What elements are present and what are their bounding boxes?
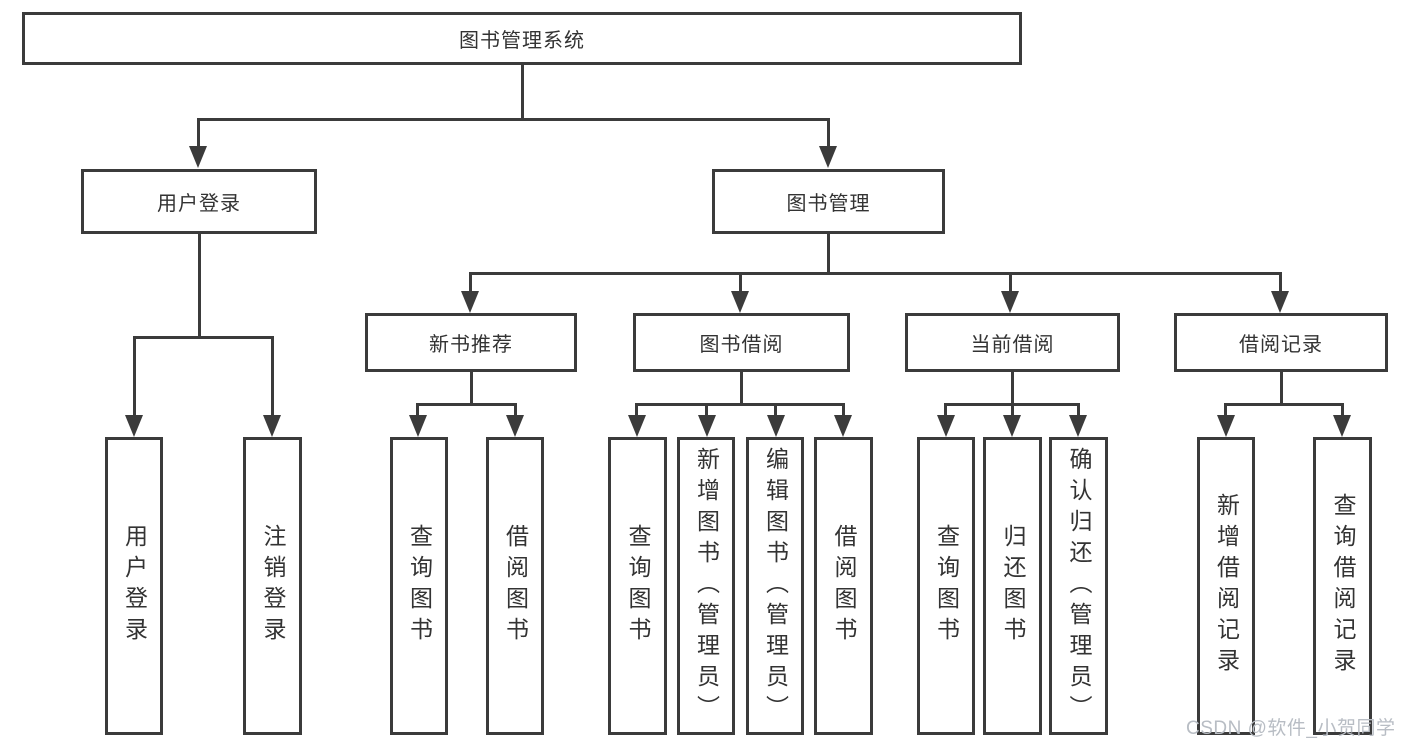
connector <box>271 336 274 417</box>
node-borrow-records: 借阅记录 <box>1174 313 1388 372</box>
connector <box>1224 403 1344 406</box>
arrow-down <box>461 291 479 313</box>
arrow-down <box>1271 291 1289 313</box>
connector <box>635 403 845 406</box>
node-current-borrow: 当前借阅 <box>905 313 1120 372</box>
node-query-books-recommend: 查询图书 <box>390 437 448 735</box>
node-borrow-books-recommend: 借阅图书 <box>486 437 544 735</box>
node-return-books: 归还图书 <box>983 437 1042 735</box>
connector <box>740 372 743 403</box>
connector <box>197 118 200 148</box>
arrow-down <box>1217 415 1235 437</box>
node-user-login: 用户登录 <box>81 169 317 234</box>
node-add-borrow-record: 新增借阅记录 <box>1197 437 1255 735</box>
connector <box>133 336 136 417</box>
node-add-book-admin: 新增图书（管理员） <box>677 437 735 735</box>
arrow-down <box>189 146 207 168</box>
node-user-login-leaf: 用户登录 <box>105 437 163 735</box>
node-query-borrow-record: 查询借阅记录 <box>1313 437 1372 735</box>
connector <box>1341 403 1344 417</box>
connector <box>514 403 517 417</box>
connector <box>944 403 947 417</box>
connector <box>1279 272 1282 293</box>
arrow-down <box>698 415 716 437</box>
node-root: 图书管理系统 <box>22 12 1022 65</box>
connector <box>521 65 524 118</box>
connector <box>827 234 830 272</box>
connector <box>133 336 274 339</box>
arrow-down <box>409 415 427 437</box>
node-book-management: 图书管理 <box>712 169 945 234</box>
node-confirm-return-admin: 确认归还（管理员） <box>1049 437 1108 735</box>
connector <box>739 272 742 293</box>
arrow-down <box>937 415 955 437</box>
connector <box>198 234 201 336</box>
connector <box>470 372 473 403</box>
connector <box>197 118 830 121</box>
node-new-book-recommend: 新书推荐 <box>365 313 577 372</box>
node-query-books-current: 查询图书 <box>917 437 975 735</box>
arrow-down <box>1333 415 1351 437</box>
arrow-down <box>767 415 785 437</box>
connector <box>1011 372 1014 403</box>
csdn-watermark: CSDN @软件_小贺同学 <box>1186 718 1396 739</box>
arrow-down <box>506 415 524 437</box>
connector <box>827 118 830 148</box>
arrow-down <box>1001 291 1019 313</box>
connector <box>469 272 1282 275</box>
connector <box>416 403 419 417</box>
connector <box>469 272 472 293</box>
node-borrow-books-leaf: 借阅图书 <box>814 437 873 735</box>
arrow-down <box>731 291 749 313</box>
node-query-books-borrow: 查询图书 <box>608 437 667 735</box>
node-edit-book-admin: 编辑图书（管理员） <box>746 437 804 735</box>
arrow-down <box>125 415 143 437</box>
arrow-down <box>819 146 837 168</box>
arrow-down <box>628 415 646 437</box>
arrow-down <box>1069 415 1087 437</box>
arrow-down <box>1003 415 1021 437</box>
node-logout: 注销登录 <box>243 437 302 735</box>
connector <box>635 403 638 417</box>
connector <box>705 403 708 417</box>
connector <box>1011 403 1014 417</box>
connector <box>1280 372 1283 403</box>
connector <box>842 403 845 417</box>
connector <box>1224 403 1227 417</box>
arrow-down <box>263 415 281 437</box>
connector <box>774 403 777 417</box>
connector <box>1009 272 1012 293</box>
node-book-borrow: 图书借阅 <box>633 313 850 372</box>
arrow-down <box>834 415 852 437</box>
connector <box>416 403 517 406</box>
connector <box>1077 403 1080 417</box>
